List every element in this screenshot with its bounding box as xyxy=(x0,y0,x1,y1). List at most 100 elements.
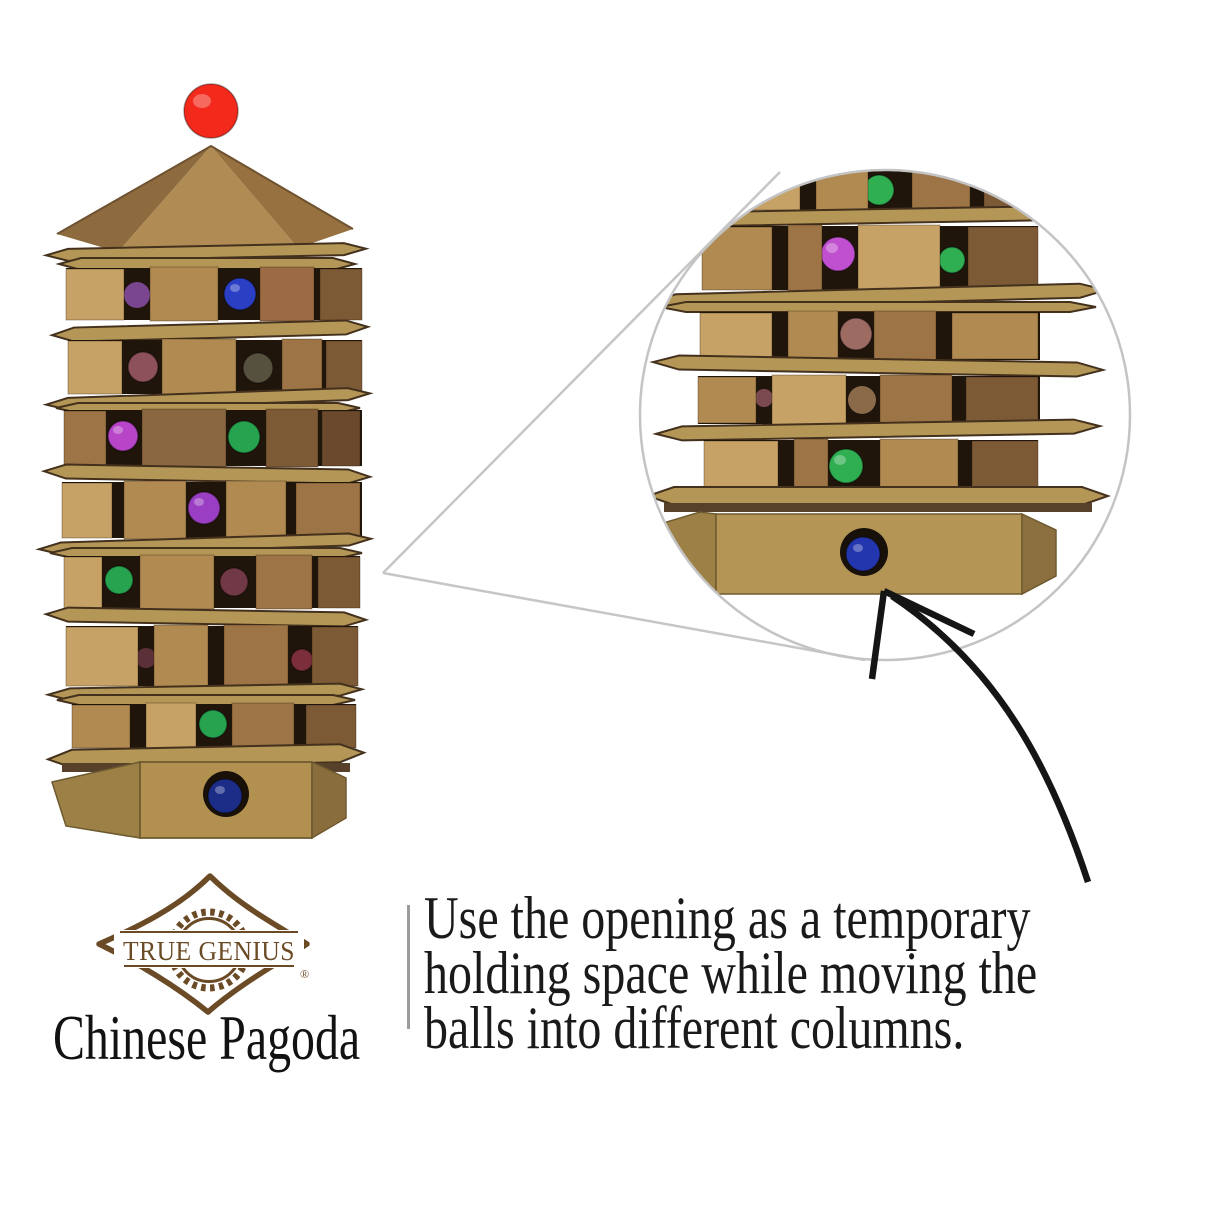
magnifier-circle xyxy=(638,168,1132,662)
pagoda-story xyxy=(63,554,361,610)
ball-maroon xyxy=(127,351,159,383)
wood-block xyxy=(61,482,113,539)
registered-mark: ® xyxy=(300,967,309,981)
wood-block xyxy=(311,626,359,687)
caption-line: holding space while moving the xyxy=(424,940,1038,1006)
wood-block xyxy=(787,310,839,362)
vertical-divider xyxy=(407,905,410,1029)
wood-block xyxy=(255,554,313,610)
pagoda-photo xyxy=(35,83,375,840)
wood-block xyxy=(71,704,131,749)
logo-rule xyxy=(124,965,294,967)
wood-block xyxy=(295,482,361,539)
wood-block xyxy=(965,376,1039,424)
ball-blue xyxy=(223,277,257,311)
wood-block xyxy=(259,266,315,322)
ball-navy xyxy=(207,778,243,814)
wood-block xyxy=(225,480,287,540)
ball-maroon-hint xyxy=(136,648,156,668)
wood-block xyxy=(141,408,227,468)
wood-block xyxy=(65,268,125,321)
eave-plate xyxy=(42,606,370,628)
pagoda-story xyxy=(67,338,363,396)
wood-block xyxy=(63,556,103,609)
wood-block xyxy=(983,171,1021,211)
wood-block xyxy=(879,374,953,426)
wood-block xyxy=(325,340,363,395)
wood-block xyxy=(321,410,361,467)
ball-green xyxy=(938,246,966,274)
wood-block xyxy=(317,556,361,609)
inset-story xyxy=(699,310,1040,362)
wood-block xyxy=(231,702,295,750)
wood-block xyxy=(951,312,1039,360)
finial-red-ball xyxy=(183,83,239,139)
eave-plate xyxy=(40,463,374,485)
wood-block xyxy=(149,266,219,322)
pagoda-base xyxy=(51,760,347,840)
eave-plate xyxy=(646,282,1110,313)
inset-story xyxy=(701,224,1039,292)
ball-green xyxy=(104,565,134,595)
wood-block xyxy=(699,312,773,360)
caption-line: balls into different columns. xyxy=(424,995,965,1061)
caption-text: Use the opening as a temporary holding s… xyxy=(424,885,1192,1061)
wood-block xyxy=(305,704,357,749)
ball-navy xyxy=(845,536,881,572)
ball-green xyxy=(227,420,261,454)
wood-block xyxy=(319,268,363,321)
eave-plate xyxy=(649,354,1107,378)
eave-plate xyxy=(652,418,1104,442)
ball-magenta xyxy=(107,420,139,452)
wood-block xyxy=(265,408,319,468)
base-opening xyxy=(840,528,888,576)
inset-base xyxy=(641,511,1057,596)
eave-plate xyxy=(44,682,366,706)
wood-block xyxy=(223,624,289,688)
wood-block xyxy=(63,410,107,467)
wood-block xyxy=(145,702,197,750)
ball-green xyxy=(828,448,864,484)
wood-block xyxy=(967,226,1039,291)
wood-block xyxy=(857,224,941,292)
ball-magenta xyxy=(820,236,856,272)
caption-line: Use the opening as a temporary xyxy=(424,885,1031,951)
ball-mauve xyxy=(839,317,873,351)
ball-dark-maroon xyxy=(219,567,249,597)
wood-block xyxy=(701,226,773,291)
true-genius-logo-icon: TRUE GENIUS ® xyxy=(96,873,310,1015)
wood-block xyxy=(139,554,215,610)
annotation-arrow-icon xyxy=(868,588,1092,884)
wood-block xyxy=(123,480,187,540)
wood-block xyxy=(771,374,847,426)
ball-purple-hint xyxy=(124,282,150,308)
pagoda-story xyxy=(71,702,357,750)
brand-name: TRUE GENIUS xyxy=(123,936,295,966)
wood-block xyxy=(153,624,209,688)
base-plate xyxy=(644,486,1112,512)
inset-story xyxy=(697,374,1040,426)
pagoda-story xyxy=(63,408,362,468)
logo-rule xyxy=(120,931,298,933)
ball-olive xyxy=(242,352,274,384)
ball-pink-hint xyxy=(755,389,773,407)
wood-block xyxy=(787,224,823,292)
pagoda-story xyxy=(65,624,359,688)
ball-wood-tone xyxy=(848,386,876,414)
pagoda-story xyxy=(61,480,362,540)
ball-green xyxy=(198,709,228,739)
product-title: Chinese Pagoda xyxy=(53,1003,361,1073)
pagoda-roof xyxy=(56,144,354,252)
ball-dark-red xyxy=(290,648,314,672)
wood-block xyxy=(67,340,123,395)
wood-block xyxy=(873,310,937,362)
wood-block xyxy=(161,338,237,396)
wood-block xyxy=(697,376,757,424)
ball-purple xyxy=(187,491,221,525)
eave-plate xyxy=(42,242,370,271)
pagoda-story xyxy=(65,266,363,322)
wood-block xyxy=(65,626,139,687)
base-opening xyxy=(203,771,249,817)
